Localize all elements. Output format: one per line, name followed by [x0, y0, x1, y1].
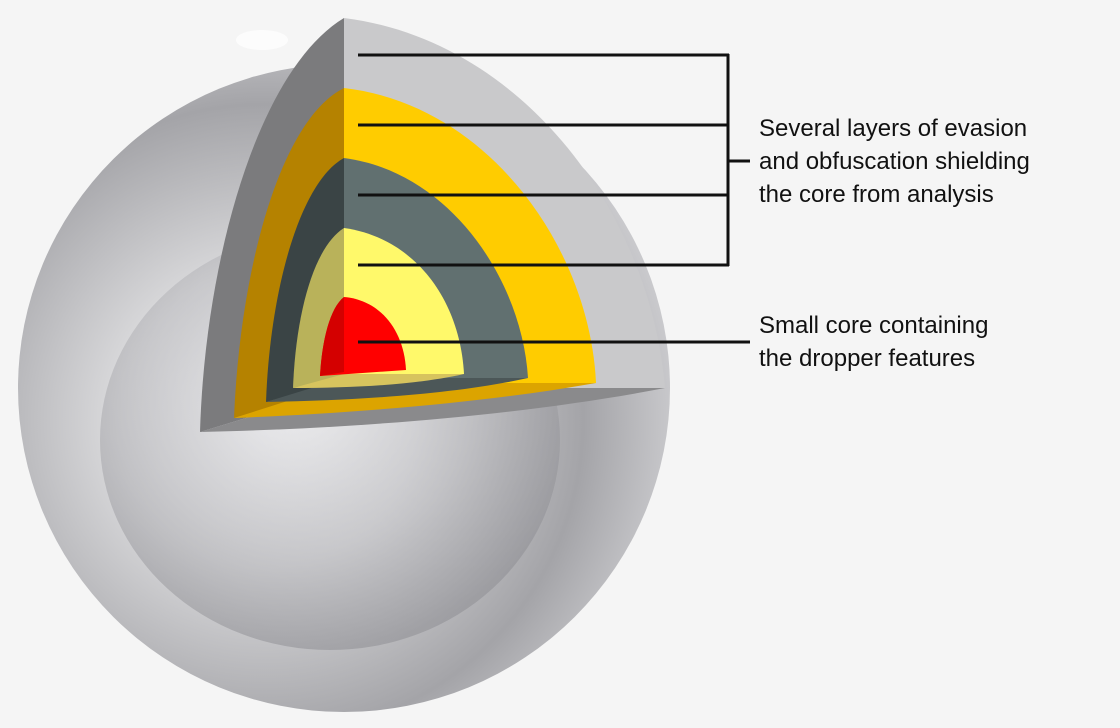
- core-red-shade: [320, 297, 344, 376]
- layers-annotation-line-3: the core from analysis: [759, 181, 994, 208]
- layers-annotation-line-2: and obfuscation shielding: [759, 148, 1030, 175]
- sphere-highlight: [236, 30, 288, 50]
- layers-annotation: Several layers of evasion and obfuscatio…: [759, 112, 1030, 211]
- core-annotation-line-2: the dropper features: [759, 345, 976, 372]
- core-annotation-line-1: Small core containing: [759, 312, 989, 339]
- layer-lightyellow-floor: [293, 374, 464, 388]
- core-annotation: Small core containing the dropper featur…: [759, 309, 988, 375]
- leader-lines: [358, 53, 750, 344]
- layers-annotation-line-1: Several layers of evasion: [759, 115, 1028, 142]
